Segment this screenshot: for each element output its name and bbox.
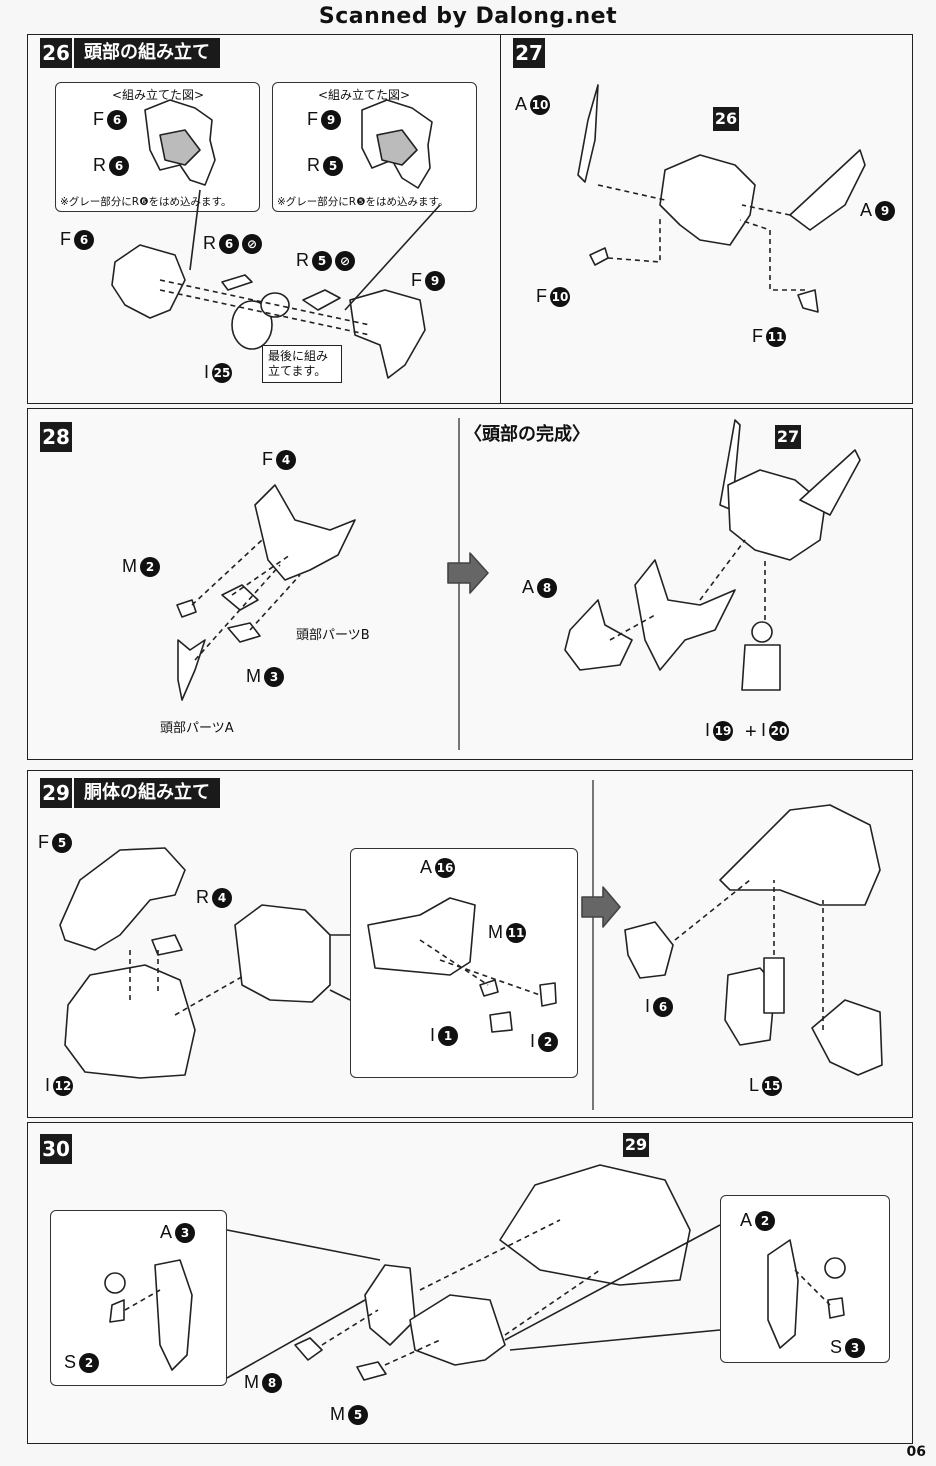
ref-step-26: 26	[713, 107, 739, 131]
inset-title-right: <組み立てた図>	[318, 88, 411, 102]
inset-title-left: <組み立てた図>	[112, 88, 205, 102]
step-28-number: 28	[40, 422, 72, 452]
no-glue-icon: ⊘	[242, 233, 262, 254]
no-glue-icon: ⊘	[335, 250, 355, 271]
last-assembly-note: 最後に組み立てます。	[262, 345, 342, 383]
step-29-title: 胴体の組み立て	[74, 778, 220, 808]
step-30-number: 30	[40, 1134, 72, 1164]
head-part-b-label: 頭部パーツB	[296, 628, 370, 643]
scan-credit: Scanned by Dalong.net	[318, 4, 618, 29]
step-27-number: 27	[513, 38, 545, 68]
ref-step-29: 29	[623, 1133, 649, 1157]
plus-sign: +	[745, 721, 757, 743]
step-26-title: 頭部の組み立て	[74, 38, 220, 68]
ref-step-27: 27	[775, 425, 801, 449]
page-number: 06	[906, 1444, 926, 1460]
head-complete-title: 〈頭部の完成〉	[464, 424, 590, 445]
head-part-a-label: 頭部パーツA	[160, 721, 234, 736]
inset-note-right: ※グレー部分にR❺をはめ込みます。	[277, 196, 449, 208]
inset-note-left: ※グレー部分にR❻をはめ込みます。	[60, 196, 232, 208]
step-30-inset-left	[50, 1210, 227, 1386]
step-29-number: 29	[40, 778, 72, 808]
step-26-number: 26	[40, 38, 72, 68]
